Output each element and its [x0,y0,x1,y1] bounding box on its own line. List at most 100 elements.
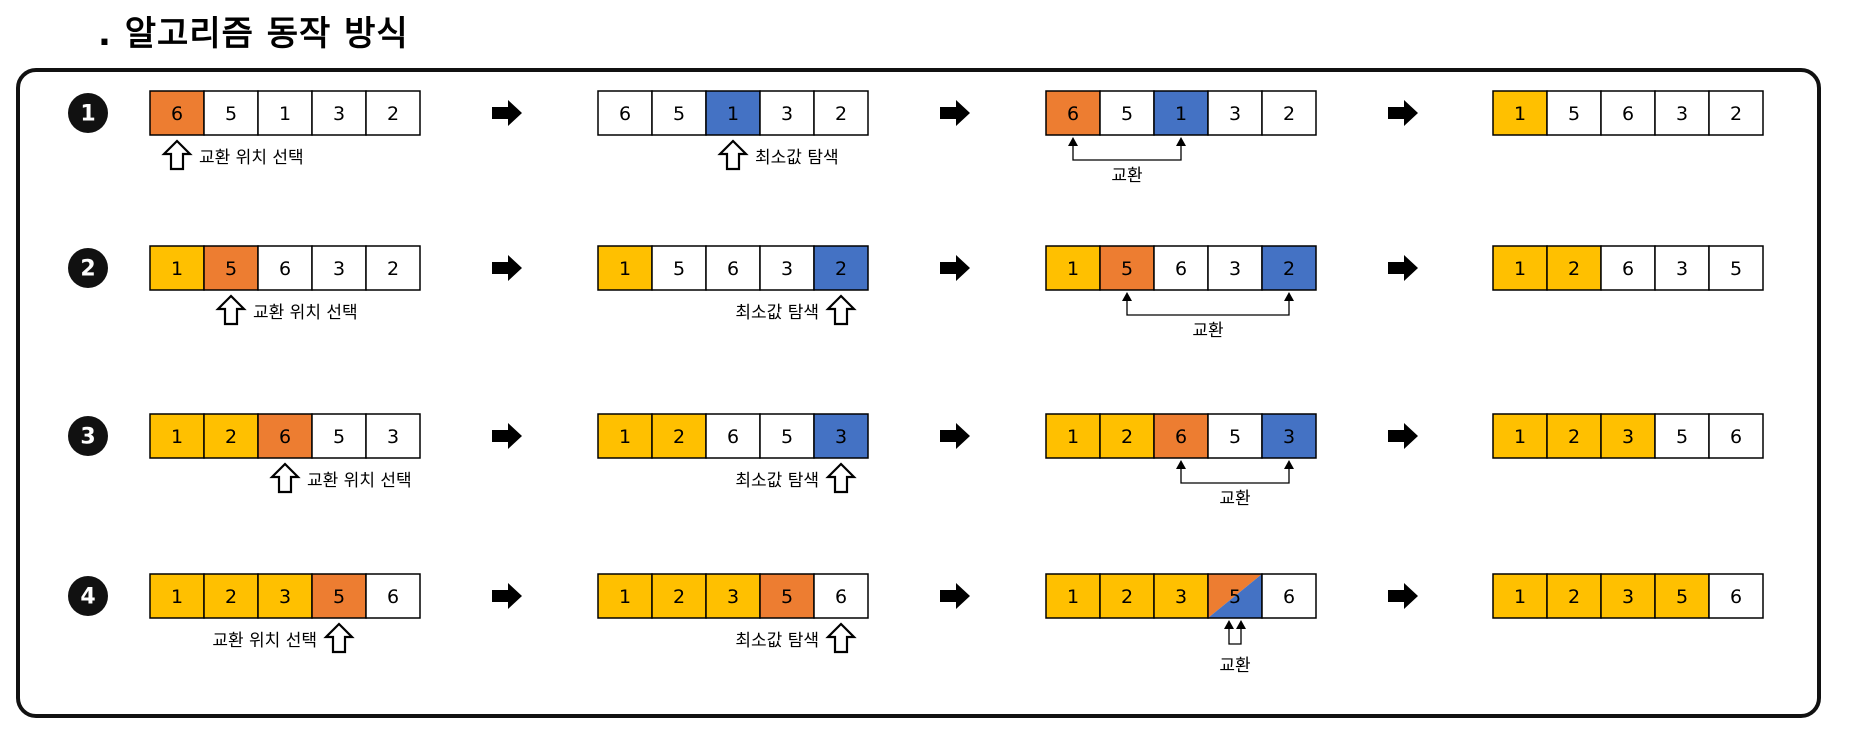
array-cell-sorted [1045,413,1101,459]
cell-value: 3 [279,586,291,608]
swap-arrowhead [1122,292,1132,301]
array-cell [257,245,313,291]
up-arrow-icon [717,139,749,171]
step-number: 1 [80,102,95,127]
cell-value: 5 [781,426,793,448]
swap-arrowhead [1284,460,1294,469]
array-cell [1654,413,1710,459]
array-cell [1261,573,1317,619]
cell-value: 6 [1283,586,1295,608]
next-stage-arrow-icon [1388,423,1418,449]
array-cell [311,90,367,136]
cell-value: 6 [1730,426,1742,448]
cell-value: 1 [619,426,631,448]
cell-value: 3 [1283,426,1295,448]
step-number-badge [68,576,108,616]
cell-value: 3 [333,258,345,280]
cell-value: 5 [1676,426,1688,448]
swap-arrowhead [1224,620,1234,629]
cell-value: 6 [1067,103,1079,125]
array-cell-selected [257,413,313,459]
cell-value: 6 [1622,103,1634,125]
cell-value: 1 [171,586,183,608]
array-cell [311,413,367,459]
next-stage-arrow-icon [1388,100,1418,126]
array-cell [1654,245,1710,291]
up-arrow-icon [825,294,857,326]
cell-value: 3 [781,258,793,280]
array-cell [365,245,421,291]
cell-value: 3 [387,426,399,448]
array-cell-selected [1045,90,1101,136]
cell-value: 5 [1229,586,1241,608]
cell-value: 6 [727,426,739,448]
cell-value: 6 [1175,426,1187,448]
array-cell [1261,90,1317,136]
swap-arrowhead [1176,137,1186,146]
array-cell-sorted [1546,413,1602,459]
array-cell-selected [203,245,259,291]
array-cell-selected [1099,245,1155,291]
cell-value: 2 [1730,103,1742,125]
step-number: 3 [80,425,95,450]
up-arrow-icon [161,139,193,171]
cell-value: 5 [1121,258,1133,280]
array-cell [1600,245,1656,291]
find-minimum-label: 최소값 탐색 [735,631,819,651]
step-number-badge [68,248,108,288]
cell-value: 3 [1229,258,1241,280]
cell-value: 5 [1730,258,1742,280]
cell-value: 1 [279,103,291,125]
cell-value: 1 [1067,426,1079,448]
array-cell-minimum [1261,413,1317,459]
cell-value: 5 [673,258,685,280]
cell-value: 2 [225,586,237,608]
array-cell [705,413,761,459]
array-cell-sorted [597,413,653,459]
cell-value: 6 [619,103,631,125]
array-cell-sorted [257,573,313,619]
cell-value: 1 [1067,586,1079,608]
cell-value: 2 [1568,258,1580,280]
up-arrow-icon [825,622,857,654]
swap-label: 교환 [1111,166,1142,186]
next-stage-arrow-icon [492,100,522,126]
step-number-badge [68,416,108,456]
array-cell [365,573,421,619]
cell-value: 1 [619,258,631,280]
cell-value: 2 [835,103,847,125]
up-arrow-icon [269,462,301,494]
cell-value: 1 [727,103,739,125]
cell-value: 6 [279,426,291,448]
cell-value: 5 [225,258,237,280]
cell-value: 5 [1676,586,1688,608]
array-cell-sorted [651,573,707,619]
array-cell [1708,90,1764,136]
array-cell [813,573,869,619]
cell-value: 5 [225,103,237,125]
array-cell [1207,413,1263,459]
select-position-label: 교환 위치 선택 [307,471,412,491]
cell-value: 3 [727,586,739,608]
next-stage-arrow-icon [492,583,522,609]
array-cell-sorted [203,573,259,619]
cell-value: 2 [1568,586,1580,608]
array-cell [1207,90,1263,136]
find-minimum-label: 최소값 탐색 [735,303,819,323]
array-cell-sorted [1153,573,1209,619]
array-cell [597,90,653,136]
cell-value: 2 [673,426,685,448]
array-cell-sorted [1045,573,1101,619]
cell-value: 2 [1283,258,1295,280]
cell-value: 1 [1175,103,1187,125]
array-cell [651,245,707,291]
cell-value: 5 [781,586,793,608]
cell-value: 2 [673,586,685,608]
cell-value: 6 [1730,586,1742,608]
next-stage-arrow-icon [1388,583,1418,609]
cell-value: 2 [1568,426,1580,448]
array-cell [1546,90,1602,136]
step-number: 4 [80,585,95,610]
cell-value: 3 [1622,426,1634,448]
cell-value: 2 [1121,426,1133,448]
